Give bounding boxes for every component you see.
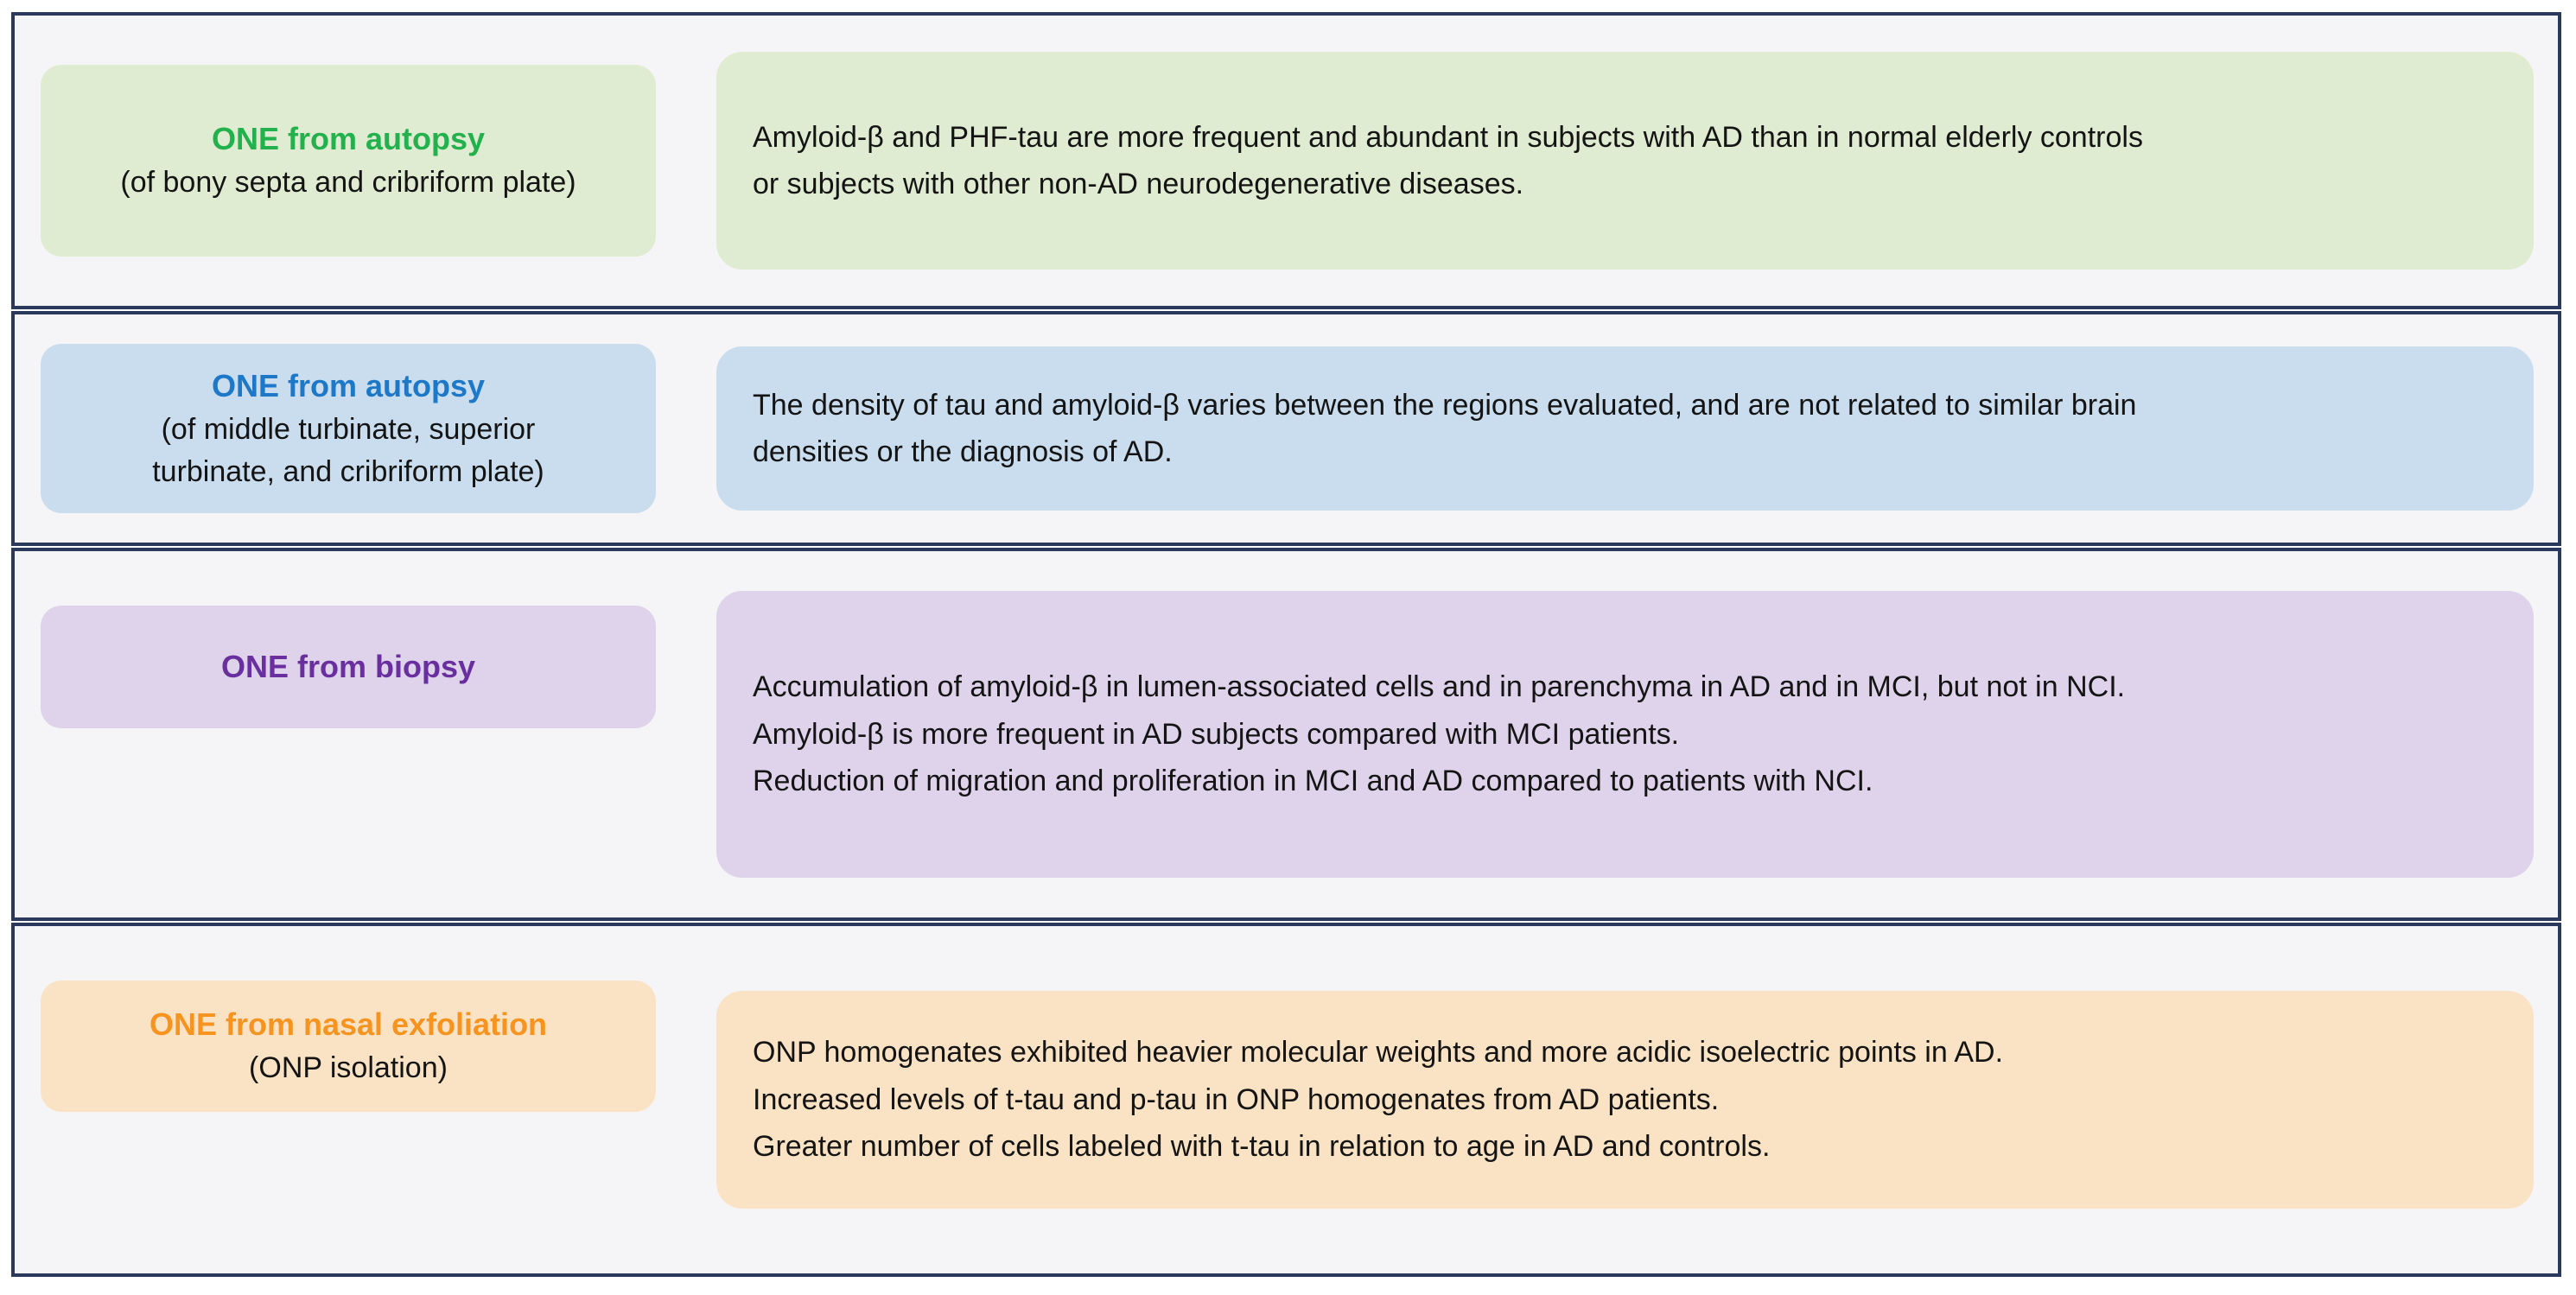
figure-frame: ONE from autopsy (of bony septa and crib… — [11, 12, 2561, 1277]
finding-line: Amyloid-β is more frequent in AD subject… — [753, 717, 1680, 751]
findings-box: Amyloid-β and PHF-tau are more frequent … — [716, 52, 2534, 270]
finding-line: or subjects with other non-AD neurodegen… — [753, 168, 1524, 200]
finding-line: Increased levels of t-tau and p-tau in O… — [753, 1082, 1720, 1116]
row-autopsy-turbinates: ONE from autopsy (of middle turbinate, s… — [11, 311, 2561, 546]
sample-source-title: ONE from biopsy — [220, 648, 476, 684]
findings-box: Accumulation of amyloid-β in lumen-assoc… — [716, 591, 2534, 878]
sample-source-box: ONE from autopsy (of bony septa and crib… — [41, 65, 656, 257]
sample-source-subtitle: (ONP isolation) — [249, 1051, 448, 1085]
finding-line: The density of tau and amyloid-β varies … — [753, 388, 2137, 422]
sample-source-box: ONE from biopsy — [41, 606, 656, 728]
findings-box: ONP homogenates exhibited heavier molecu… — [716, 991, 2534, 1209]
row-autopsy-bony-septa: ONE from autopsy (of bony septa and crib… — [11, 12, 2561, 309]
finding-line: densities or the diagnosis of AD. — [753, 435, 1173, 468]
sample-source-title: ONE from autopsy — [211, 367, 486, 403]
findings-box: The density of tau and amyloid-β varies … — [716, 346, 2534, 511]
sample-source-title: ONE from nasal exfoliation — [149, 1006, 548, 1043]
row-biopsy: ONE from biopsy Accumulation of amyloid-… — [11, 548, 2561, 921]
finding-line: ONP homogenates exhibited heavier molecu… — [753, 1036, 2004, 1070]
sample-source-subtitle: (of bony septa and cribriform plate) — [120, 166, 576, 200]
finding-line: Accumulation of amyloid-β in lumen-assoc… — [753, 670, 2126, 704]
sample-source-title: ONE from autopsy — [211, 121, 486, 157]
finding-line: Greater number of cells labeled with t-t… — [753, 1130, 1771, 1164]
finding-line: Reduction of migration and proliferation… — [753, 765, 1873, 798]
sample-source-subtitle: (of middle turbinate, superior turbinate… — [152, 412, 544, 489]
finding-line: Amyloid-β and PHF-tau are more frequent … — [753, 120, 2143, 154]
row-nasal-exfoliation: ONE from nasal exfoliation (ONP isolatio… — [11, 923, 2561, 1277]
sample-source-box: ONE from autopsy (of middle turbinate, s… — [41, 344, 656, 513]
sample-source-box: ONE from nasal exfoliation (ONP isolatio… — [41, 981, 656, 1112]
